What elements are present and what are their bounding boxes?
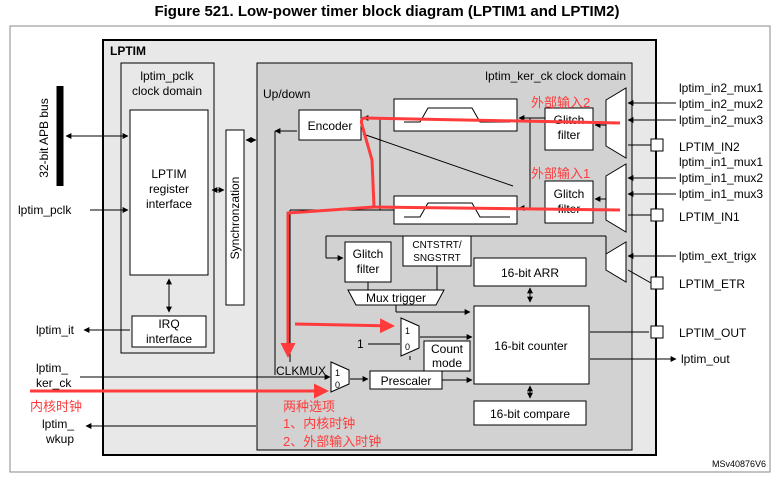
out-pin-label: LPTIM_OUT [679, 326, 747, 340]
figure-ref: MSv40876V6 [712, 459, 766, 469]
irq-interface [131, 315, 207, 348]
ext-trigx-label: lptim_ext_trigx [679, 249, 756, 263]
edge-waveform-top [404, 107, 510, 123]
in2-mux1-label: lptim_in2_mux1 [679, 81, 763, 95]
count-mode-label-2: mode [432, 356, 462, 370]
lptim-it-label: lptim_it [36, 323, 75, 337]
ker-ck-label-2: ker_ck [36, 376, 72, 390]
updown-label: Up/down [263, 87, 310, 101]
arr-label: 16-bit ARR [501, 266, 559, 280]
red-ext-clock-path [359, 116, 621, 212]
edge-detector-top [393, 98, 518, 132]
annot-option-1: 1、内核时钟 [283, 416, 355, 431]
clkmux [330, 361, 350, 393]
mux-trigger [347, 289, 445, 306]
enable-mux-0: 0 [405, 342, 410, 352]
mux-in1 [605, 163, 627, 233]
in1-mux1-label: lptim_in1_mux1 [679, 155, 763, 169]
glitch-trig-label-2: filter [357, 262, 380, 276]
arr-register [473, 257, 587, 287]
count-mode-label-1: Count [431, 342, 464, 356]
glitch-filter-in1 [544, 180, 594, 224]
counter-label: 16-bit counter [494, 339, 567, 353]
in1-pin [650, 208, 664, 222]
out-sig-label: lptim_out [681, 352, 730, 366]
glitch-in2-label-2: filter [558, 128, 581, 142]
in2-pin [650, 138, 664, 152]
enable-mux-1: 1 [405, 326, 410, 336]
register-interface [129, 109, 209, 276]
lptim-pclk-label: lptim_pclk [18, 203, 72, 217]
red-clk-select-path [280, 205, 375, 358]
clkmux-1: 1 [335, 368, 340, 378]
count-mode-block [423, 340, 471, 372]
clkmux-label: CLKMUX [276, 364, 326, 378]
lptim-title: LPTIM [110, 44, 146, 58]
sync-block [225, 129, 245, 306]
etr-pin-link [627, 269, 652, 284]
glitch-in2-label-1: Glitch [554, 113, 585, 127]
reg-label-1: LPTIM [151, 167, 186, 181]
const-one: 1 [357, 337, 364, 351]
annot-two-options: 两种选项 [283, 399, 335, 414]
reg-label-3: interface [146, 197, 192, 211]
pclk-domain-label-2: clock domain [132, 84, 202, 98]
cntstrt-label-2: SNGSTRT [413, 253, 461, 264]
annot-ext-in2: 外部输入2 [531, 95, 590, 110]
etr-label: LPTIM_ETR [679, 277, 745, 291]
compare-label: 16-bit compare [490, 407, 570, 421]
ker-domain-label: lptim_ker_ck clock domain [485, 69, 626, 83]
glitch-trig-label-1: Glitch [353, 247, 384, 261]
glitch-filter-trigger [344, 241, 392, 283]
edge-waveform-bottom [404, 202, 510, 218]
in1-to-encoder-branch [362, 133, 514, 187]
ker-ck-label-1: lptim_ [36, 361, 68, 375]
encoder-block [298, 109, 362, 141]
irq-label-1: IRQ [158, 317, 179, 331]
glitch-filter-in2 [544, 107, 594, 151]
out-pin [650, 325, 664, 339]
counter-16bit [473, 305, 590, 385]
wkup-label-2: wkup [45, 432, 74, 446]
in2-mux3-label: lptim_in2_mux3 [679, 113, 763, 127]
compare-register [473, 400, 587, 426]
clkmux-0: 0 [335, 380, 340, 390]
annot-ext-in1: 外部输入1 [531, 166, 590, 181]
reg-label-2: register [149, 182, 189, 196]
in2-pin-label: LPTIM_IN2 [679, 140, 740, 154]
annot-option-2: 2、外部输入时钟 [283, 434, 381, 449]
irq-label-2: interface [146, 332, 192, 346]
in1-pin-label: LPTIM_IN1 [679, 210, 740, 224]
mux-trigger-label: Mux trigger [366, 291, 426, 305]
wkup-label-1: lptim_ [42, 417, 74, 431]
encoder-label: Encoder [308, 119, 353, 133]
sync-label: Synchronzation [228, 177, 242, 260]
mux-ext-trig [605, 241, 627, 283]
in1-mux2-label: lptim_in1_mux2 [679, 171, 763, 185]
enable-mux [400, 317, 420, 357]
glitch-in1-label-1: Glitch [554, 187, 585, 201]
cntstrt-label-1: CNTSTRT/ [412, 240, 461, 251]
prescaler-label: Prescaler [381, 374, 432, 388]
annot-core-clk: 内核时钟 [30, 399, 82, 414]
pclk-domain-label: lptim_pclk [140, 69, 194, 83]
in2-mux2-label: lptim_in2_mux2 [679, 97, 763, 111]
apb-bus-label: 32-bit APB bus [37, 98, 51, 177]
in1-mux3-label: lptim_in1_mux3 [679, 187, 763, 201]
figure-title: Figure 521. Low-power timer block diagra… [154, 3, 620, 20]
red-enable-path [294, 318, 395, 334]
etr-pin [650, 276, 664, 290]
